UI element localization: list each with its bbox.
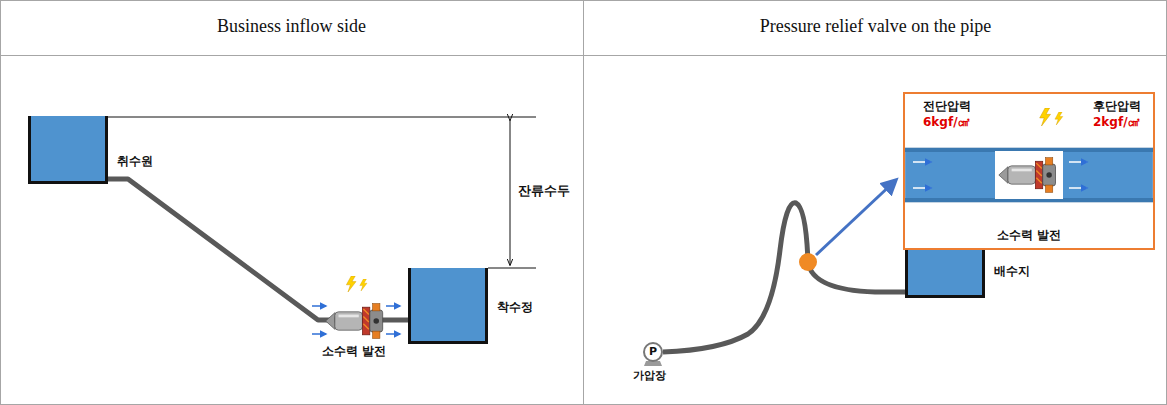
pressure-value: 2kgf/㎠ xyxy=(1093,115,1140,129)
tank-label: 착수정 xyxy=(497,300,533,314)
pump-label: 가압장 xyxy=(633,369,666,382)
reservoir-tank: 배수지 xyxy=(905,250,985,298)
dimension-lines xyxy=(108,117,536,268)
turbine-label: 소수력 발전 xyxy=(997,228,1061,242)
water-pipe xyxy=(663,203,905,352)
pump-circle: P가압장 xyxy=(643,342,663,362)
callout-arrow xyxy=(816,180,896,255)
callout-box: 전단압력 6kgf/㎠ 후단압력 2kgf/㎠ 소수력 발전 xyxy=(903,92,1155,250)
turbine-label: 소수력 발전 xyxy=(322,344,386,358)
column-header: Pressure relief valve on the pipe xyxy=(584,16,1167,38)
inlet-well-tank: 착수정 xyxy=(408,268,488,344)
tank-label: 배수지 xyxy=(994,264,1030,278)
water-pipe xyxy=(108,179,408,320)
turbine-left xyxy=(312,276,400,338)
dimension-label: 잔류수두 xyxy=(518,183,570,199)
pressure-title: 전단압력 xyxy=(923,99,971,113)
column-header: Business inflow side xyxy=(0,16,583,38)
pressure-title: 후단압력 xyxy=(1093,99,1141,113)
valve-dot xyxy=(799,253,817,271)
pump-symbol: P xyxy=(649,345,657,358)
pressure-value: 6kgf/㎠ xyxy=(923,115,970,129)
source-tank: 취수원 xyxy=(28,116,108,184)
tank-label: 취수원 xyxy=(117,154,153,168)
